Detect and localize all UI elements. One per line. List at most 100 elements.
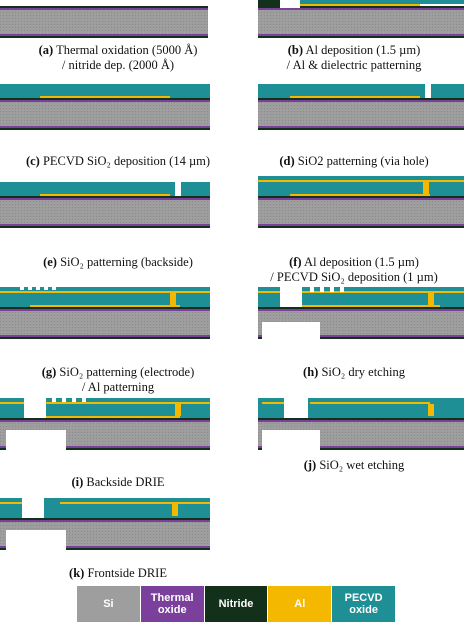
thermal-oxide-layer	[258, 420, 464, 422]
etched-cavity	[340, 284, 344, 292]
al-via	[175, 404, 181, 416]
nitride-layer	[258, 226, 464, 228]
al-via	[423, 182, 429, 194]
silicon-substrate	[258, 200, 464, 224]
step-j-section	[258, 394, 464, 452]
etched-cavity	[6, 530, 66, 560]
nitride-layer	[258, 307, 464, 309]
nitride-layer	[0, 548, 210, 550]
nitride-layer	[258, 128, 464, 130]
al-via	[428, 293, 434, 305]
nitride-layer	[258, 448, 464, 450]
al-layer	[0, 291, 210, 293]
pecvd-oxide	[258, 176, 464, 196]
silicon-substrate	[258, 102, 464, 126]
etched-cavity	[28, 284, 32, 290]
thermal-oxide-layer	[258, 100, 464, 102]
nitride-layer	[0, 36, 208, 38]
step-e-caption: (e) SiO₂ patterning (backside)	[43, 255, 193, 269]
etched-cavity	[262, 232, 320, 252]
step-k-section	[0, 494, 210, 560]
process-cross-sections	[0, 0, 464, 560]
step-e-section	[0, 178, 210, 252]
step-h-caption: (h) SiO₂ dry etching	[303, 365, 405, 379]
al-layer	[262, 402, 302, 404]
thermal-oxide-layer	[258, 198, 464, 200]
al-layer	[0, 402, 210, 404]
etched-cavity	[72, 394, 76, 402]
step-j-caption: (j) SiO₂ wet etching	[303, 458, 405, 472]
thermal-oxide-layer	[0, 309, 210, 311]
step-g-caption: (g) SiO₂ patterning (electrode)/ Al patt…	[41, 365, 195, 394]
pecvd-oxide	[0, 182, 210, 196]
etched-cavity	[280, 0, 300, 8]
material-legend: Si Thermal oxide Nitride Al PECVD oxide	[77, 586, 395, 622]
legend-si: Si	[77, 586, 141, 622]
etched-cavity	[20, 284, 24, 290]
al-layer	[310, 402, 430, 404]
nitride-layer	[258, 36, 464, 38]
step-b-caption: (b) Al deposition (1.5 µm)/ Al & dielect…	[286, 43, 422, 72]
nitride-layer	[0, 6, 208, 8]
thermal-oxide-layer	[258, 224, 464, 226]
thermal-oxide-layer	[258, 8, 464, 10]
thermal-oxide-layer	[0, 198, 210, 200]
nitride-layer	[258, 6, 464, 8]
step-a-caption: (a) Thermal oxidation (5000 Å)/ nitride …	[38, 43, 198, 72]
etched-cavity	[175, 178, 181, 196]
step-c-caption: (c) PECVD SiO₂ deposition (14 µm)	[25, 154, 211, 168]
step-f-caption: (f) Al deposition (1.5 µm)/ PECVD SiO₂ d…	[270, 255, 438, 284]
etched-cavity	[6, 430, 66, 472]
legend-thermal-oxide: Thermal oxide	[140, 586, 205, 622]
al-layer	[30, 416, 180, 418]
thermal-oxide-layer	[0, 34, 208, 36]
al-via	[170, 293, 176, 305]
step-h-section	[258, 284, 464, 362]
thermal-oxide-layer	[258, 335, 464, 337]
etched-cavity	[8, 232, 66, 252]
nitride-layer	[0, 448, 210, 450]
legend-al: Al	[268, 586, 333, 622]
etched-cavity	[36, 284, 40, 290]
al-layer	[290, 194, 430, 196]
al-layer	[40, 96, 170, 98]
al-layer	[60, 502, 210, 504]
al-layer	[0, 502, 40, 504]
nitride-layer	[258, 418, 464, 420]
etched-cavity	[320, 284, 324, 292]
step-k-caption: (k) Frontside DRIE	[69, 566, 167, 580]
thermal-oxide-layer	[0, 546, 210, 548]
nitride-layer	[0, 128, 210, 130]
pecvd-oxide	[0, 84, 210, 98]
al-via	[428, 404, 434, 416]
pecvd-oxide	[258, 84, 464, 98]
al-layer	[40, 194, 170, 196]
nitride-layer	[0, 307, 210, 309]
al-layer	[258, 180, 464, 182]
etched-cavity	[262, 322, 320, 362]
etched-cavity	[6, 342, 66, 362]
thermal-oxide-layer	[0, 8, 208, 10]
nitride-layer	[258, 0, 280, 6]
etched-cavity	[310, 284, 314, 292]
silicon-substrate	[0, 102, 210, 126]
al-layer	[300, 4, 420, 6]
nitride-layer	[0, 98, 210, 100]
step-a-section	[0, 6, 208, 38]
legend-nitride: Nitride	[204, 586, 269, 622]
etched-cavity	[62, 394, 66, 402]
al-layer	[290, 305, 440, 307]
nitride-layer	[0, 518, 210, 520]
thermal-oxide-layer	[0, 224, 210, 226]
step-d-section	[258, 80, 464, 130]
nitride-layer	[258, 98, 464, 100]
thermal-oxide-layer	[258, 126, 464, 128]
nitride-layer	[0, 226, 210, 228]
step-f-section	[258, 176, 464, 252]
thermal-oxide-layer	[0, 520, 210, 522]
nitride-layer	[258, 337, 464, 339]
etched-cavity	[52, 394, 56, 402]
silicon-substrate	[0, 311, 210, 335]
thermal-oxide-layer	[0, 100, 210, 102]
